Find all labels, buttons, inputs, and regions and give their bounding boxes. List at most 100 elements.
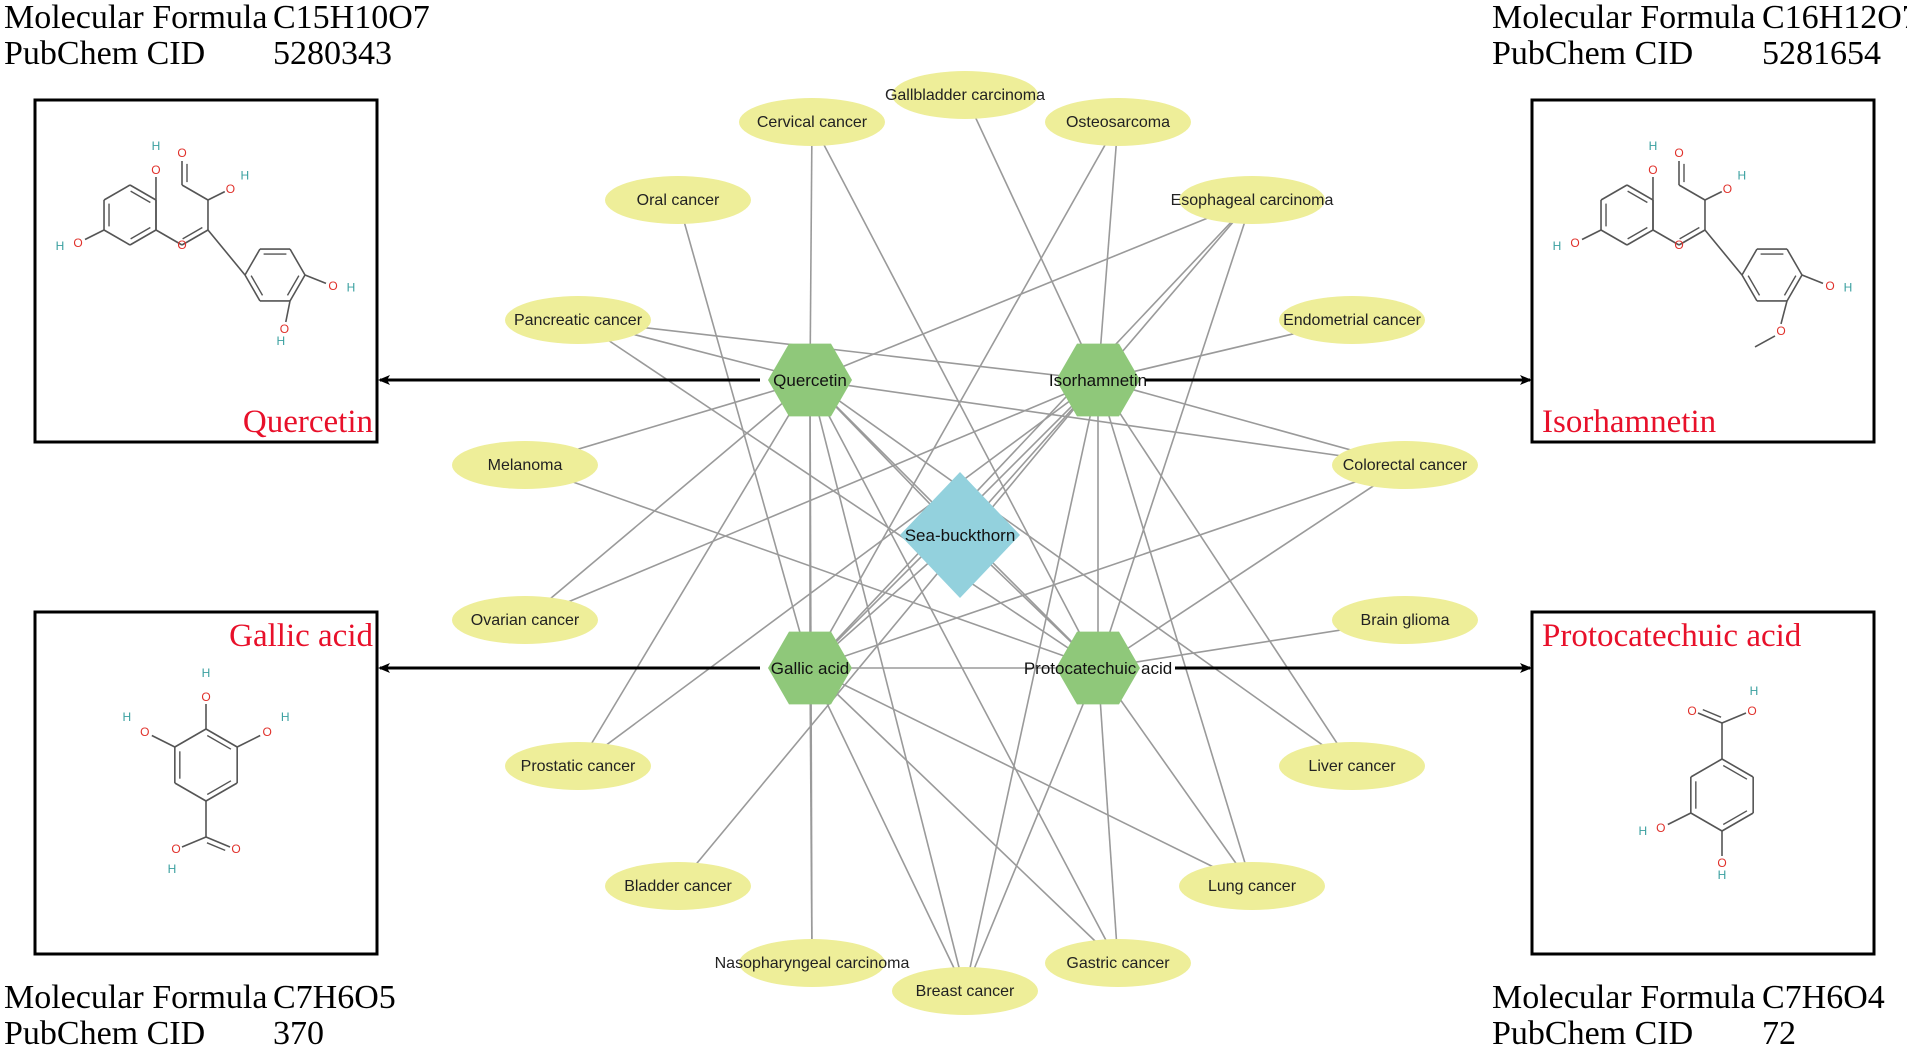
bond <box>155 229 183 246</box>
bond <box>1786 248 1803 276</box>
structure-name-isorhamnetin: Isorhamnetin <box>1542 404 1716 440</box>
disease-ellipse <box>739 98 885 146</box>
disease-node-brain-glioma[interactable]: Brain glioma <box>1332 596 1478 644</box>
disease-node-cervical-cancer[interactable]: Cervical cancer <box>739 98 885 146</box>
disease-node-oral-cancer[interactable]: Oral cancer <box>605 176 751 224</box>
disease-ellipse <box>505 742 651 790</box>
bond <box>1754 335 1776 348</box>
atom-label: H <box>202 666 211 680</box>
bond <box>236 734 261 748</box>
disease-node-esophageal-carcinoma[interactable]: Esophageal carcinoma <box>1171 176 1334 224</box>
bond <box>174 782 207 802</box>
edge-protocatechuic-breast-cancer <box>964 667 1099 992</box>
bond-double <box>130 190 151 204</box>
atom-label: O <box>171 842 180 856</box>
compound-node-isorhamnetin[interactable]: Isorhamnetin <box>1049 343 1147 417</box>
disease-node-lung-cancer[interactable]: Lung cancer <box>1179 862 1325 910</box>
disease-node-breast-cancer[interactable]: Breast cancer <box>892 967 1038 1015</box>
edge-protocatechuic-colorectal-cancer <box>1097 464 1406 669</box>
edge-gallic-esophageal-carcinoma <box>809 199 1253 669</box>
bond <box>84 229 105 241</box>
compound-node-protocatechuic-acid[interactable]: Protocatechuic acid <box>1024 631 1172 705</box>
bond <box>151 734 176 748</box>
bond-double <box>1627 190 1648 204</box>
formula-label: Molecular Formula <box>1492 979 1755 1016</box>
bond <box>1786 274 1803 302</box>
bond <box>1801 274 1824 285</box>
disease-node-bladder-cancer[interactable]: Bladder cancer <box>605 862 751 910</box>
disease-node-colorectal-cancer[interactable]: Colorectal cancer <box>1332 441 1478 489</box>
atom-label: H <box>1718 868 1727 882</box>
disease-node-gastric-cancer[interactable]: Gastric cancer <box>1045 939 1191 987</box>
disease-node-pancreatic-cancer[interactable]: Pancreatic cancer <box>505 296 651 344</box>
edge-quercetin-esophageal-carcinoma <box>809 199 1253 381</box>
compound-hexagon <box>768 343 852 417</box>
cid-label: PubChem CID <box>4 1015 205 1050</box>
atom-label: H <box>281 710 290 724</box>
cid-label: PubChem CID <box>1492 35 1693 72</box>
disease-node-gallbladder-carcinoma[interactable]: Gallbladder carcinoma <box>885 71 1045 119</box>
bond <box>1626 184 1654 201</box>
edge-gallic-osteosarcoma <box>809 121 1119 669</box>
disease-label: Lung cancer <box>1208 878 1297 895</box>
bond-double <box>206 780 232 796</box>
compound-label: Isorhamnetin <box>1049 371 1147 390</box>
edge-protocatechuic-lung-cancer <box>1097 667 1253 887</box>
edge-protocatechuic-cervical-cancer <box>811 121 1099 669</box>
disease-node-nasopharyngeal-carcinoma[interactable]: Nasopharyngeal carcinoma <box>715 939 910 987</box>
disease-node-ovarian-cancer[interactable]: Ovarian cancer <box>452 596 598 644</box>
disease-node-osteosarcoma[interactable]: Osteosarcoma <box>1045 98 1191 146</box>
atom-label: H <box>1737 169 1746 183</box>
disease-label: Pancreatic cancer <box>514 312 643 329</box>
compound-label: Quercetin <box>773 371 847 390</box>
edge-gallic-breast-cancer <box>809 667 966 992</box>
disease-node-liver-cancer[interactable]: Liver cancer <box>1279 742 1425 790</box>
bond-double <box>1679 226 1700 240</box>
bond <box>1741 274 1758 302</box>
bond <box>1721 812 1754 832</box>
compound-node-quercetin[interactable]: Quercetin <box>768 343 852 417</box>
atom-label: O <box>1687 704 1696 718</box>
atom-label: H <box>1553 239 1562 253</box>
disease-node-melanoma[interactable]: Melanoma <box>452 441 598 489</box>
bond <box>1678 229 1706 246</box>
disease-ellipse <box>1279 296 1425 344</box>
hub-node-sea-buckthorn[interactable]: Sea-buckthorn <box>900 472 1020 598</box>
atom-label: O <box>1717 856 1726 870</box>
cid-value: 72 <box>1762 1015 1796 1050</box>
atom-label: O <box>1825 279 1834 293</box>
edge-isorhamnetin-lung-cancer <box>1097 379 1253 887</box>
atom-label: O <box>201 690 210 704</box>
atom-label: O <box>1776 324 1785 338</box>
info-gallic-acid: Molecular Formula C7H6O5 PubChem CID 370 <box>4 979 396 1050</box>
bond <box>1704 229 1743 276</box>
bond <box>289 274 306 302</box>
structure-name-protocatechuic-acid: Protocatechuic acid <box>1542 618 1802 654</box>
atom-label: H <box>122 710 131 724</box>
atom-label: O <box>140 725 149 739</box>
atom-label: H <box>1649 139 1658 153</box>
edge-gallic-lung-cancer <box>809 667 1253 887</box>
disease-node-prostatic-cancer[interactable]: Prostatic cancer <box>505 742 651 790</box>
disease-node-endometrial-cancer[interactable]: Endometrial cancer <box>1279 296 1425 344</box>
disease-ellipse <box>1045 939 1191 987</box>
edge-gallic-oral-cancer <box>677 199 811 669</box>
formula-value: C16H12O7 <box>1762 0 1907 36</box>
atom-label: H <box>276 334 285 348</box>
bond <box>181 229 209 246</box>
bond <box>181 836 207 848</box>
disease-label: Brain glioma <box>1361 612 1450 629</box>
info-quercetin: Molecular Formula C15H10O7 PubChem CID 5… <box>4 0 430 72</box>
compound-arrows <box>378 375 1532 673</box>
bond-double <box>1722 764 1748 780</box>
edge-gallic-gastric-cancer <box>809 667 1119 964</box>
disease-ellipse <box>892 967 1038 1015</box>
compound-label: Protocatechuic acid <box>1024 659 1172 678</box>
disease-ellipse <box>505 296 651 344</box>
edge-gallic-nasopharyngeal-carcinoma <box>809 667 813 964</box>
atom-label: O <box>231 842 240 856</box>
compound-node-gallic-acid[interactable]: Gallic acid <box>768 631 852 705</box>
atom-label: O <box>226 182 235 196</box>
